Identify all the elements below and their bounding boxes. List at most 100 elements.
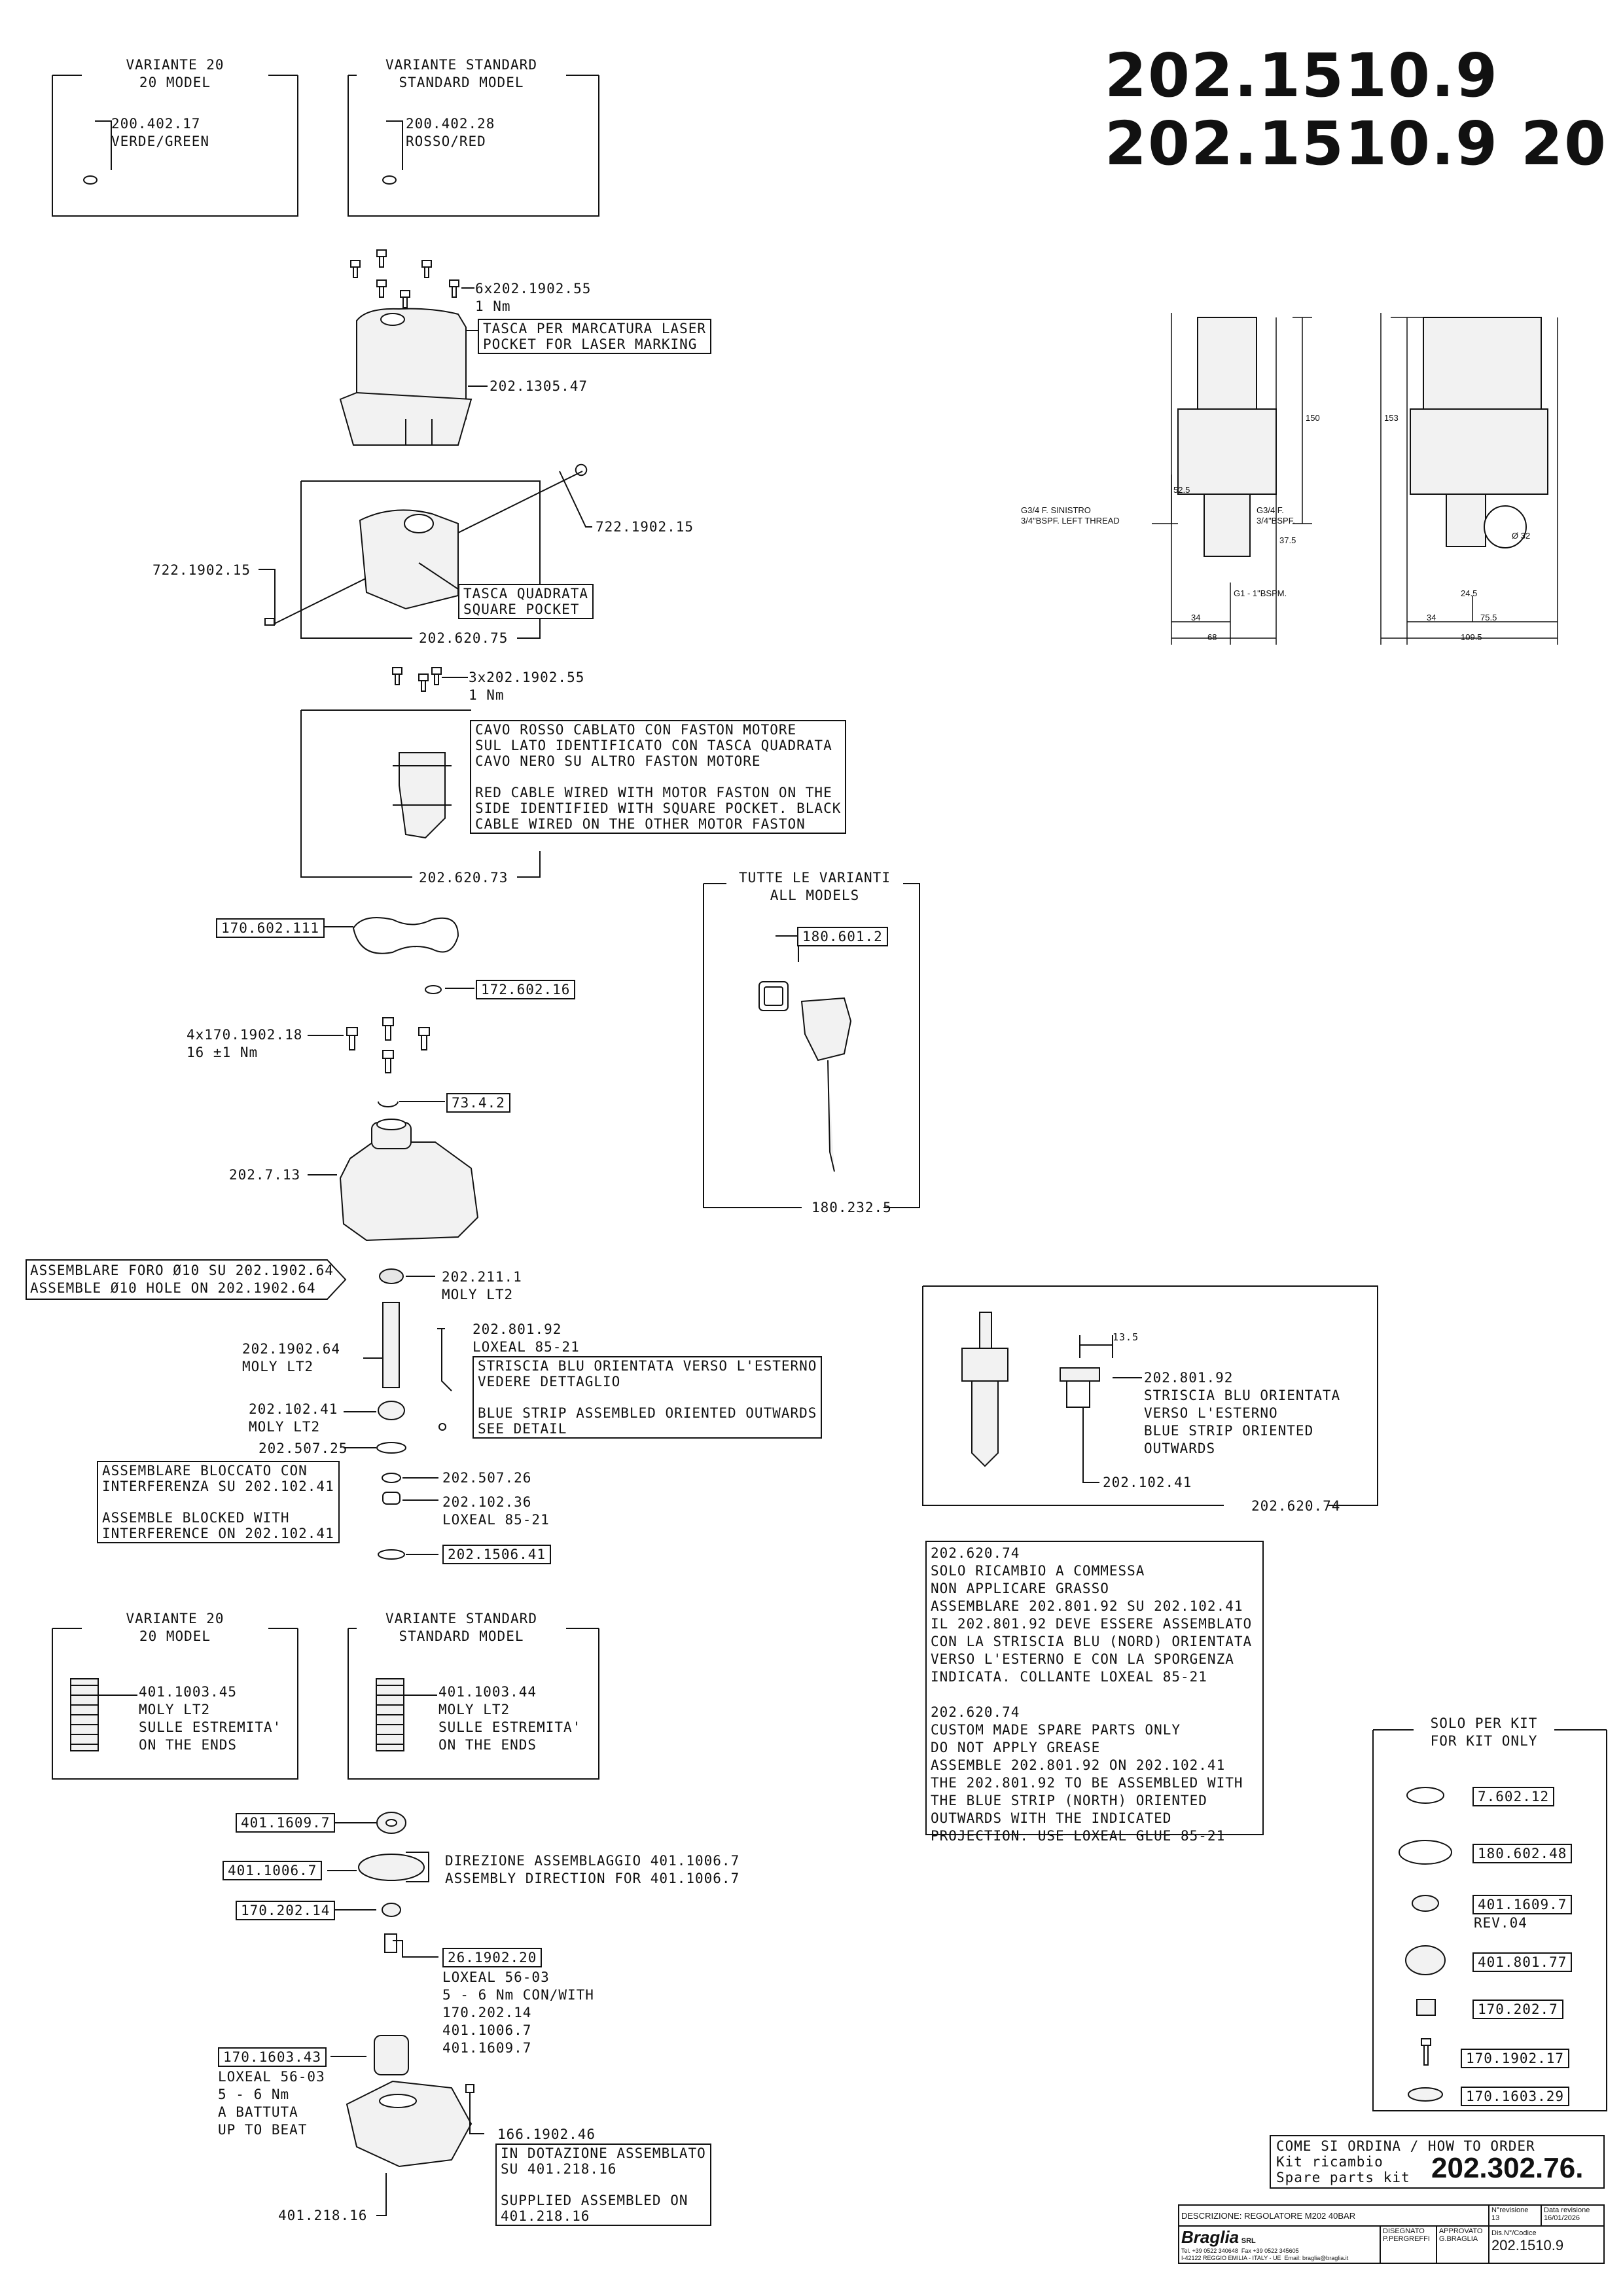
spring-variant-20-heading: VARIANTE 20 20 MODEL [126, 1611, 224, 1644]
oring-170-code: 170.602.111 [216, 918, 325, 938]
spring-20-code: 401.1003.45 MOLY LT2 SULLE ESTREMITA' ON… [139, 1684, 282, 1753]
detail-shaft [961, 1312, 1008, 1467]
pin-left-code: 722.1902.15 [152, 562, 251, 578]
variant-std-code: 200.402.28 ROSSO/RED [406, 116, 495, 149]
kit-item-5: 170.202.7 [1472, 2000, 1563, 2019]
spring-20 [70, 1678, 99, 1751]
dim-153: 153 [1384, 413, 1399, 423]
connector-part [800, 997, 852, 1172]
loxeal-note: LOXEAL 56-03 5 - 6 Nm CON/WITH 170.202.1… [442, 1969, 594, 2056]
p202-507-26-code: 202.507.26 [442, 1470, 532, 1486]
variant-20-heading: VARIANTE 20 20 MODEL [126, 57, 224, 90]
motor-part [359, 509, 459, 610]
interference-note: ASSEMBLARE BLOCCATO CON INTERFERENZA SU … [97, 1461, 340, 1543]
company-contacts: Tel. +39 0522 340648 Fax +39 0522 345605… [1181, 2248, 1349, 2261]
laser-note: TASCA PER MARCATURA LASER POCKET FOR LAS… [478, 319, 712, 354]
screws-bottom-label: 4x170.1902.18 16 ±1 Nm [187, 1027, 303, 1060]
screws-top-label: 6x202.1902.55 1 Nm [475, 281, 592, 314]
variant-std-heading: VARIANTE STANDARD STANDARD MODEL [385, 57, 537, 90]
left-thread-label: G3/4 F. SINISTRO 3/4"BSPF. LEFT THREAD [1021, 505, 1120, 526]
p170-202-code: 170.202.14 [236, 1901, 336, 1920]
approved-label: APPROVATO [1438, 2227, 1483, 2235]
connector-code: 180.232.5 [812, 1200, 892, 1215]
kit-item-2: 180.602.48 [1472, 1844, 1573, 1863]
p202-1506-code: 202.1506.41 [442, 1545, 552, 1564]
rev-label: N°revisione [1491, 2206, 1529, 2214]
dim-150: 150 [1306, 413, 1320, 423]
kit-item-1: 7.602.12 [1472, 1787, 1555, 1806]
kit-item-7: 170.1603.29 [1461, 2087, 1570, 2106]
order-line2: Kit ricambio [1276, 2154, 1383, 2170]
side-view-left [1177, 317, 1277, 557]
right-thread-label: G3/4 F. 3/4"BSPF. [1257, 505, 1295, 526]
dim-109-5: 109.5 [1461, 632, 1482, 642]
drawing-number-2: 202.1510.9 20 [1105, 109, 1608, 179]
pin-right-code: 722.1902.15 [596, 519, 694, 535]
p401-1006-code: 401.1006.7 [223, 1861, 323, 1880]
beat-note: LOXEAL 56-03 5 - 6 Nm A BATTUTA UP TO BE… [218, 2069, 325, 2138]
order-line3: Spare parts kit [1276, 2170, 1410, 2185]
date-value: 16/01/2026 [1544, 2214, 1580, 2222]
gasket-code: 180.601.2 [797, 927, 888, 946]
drawn-value: P.PERGREFFI [1383, 2235, 1430, 2243]
motor-group-code: 202.620.75 [419, 630, 508, 646]
cable-note: CAVO ROSSO CABLATO CON FASTON MOTORE SUL… [470, 720, 847, 834]
p202-801-code: 202.801.92 LOXEAL 85-21 [473, 1321, 580, 1355]
electronics-group-code: 202.620.73 [419, 870, 508, 886]
dim-dia-32: Ø 32 [1512, 531, 1531, 541]
p202-102-36-code: 202.102.36 LOXEAL 85-21 [442, 1494, 550, 1528]
code-label: Dis.N°/Codice [1491, 2229, 1537, 2237]
p202-102-code: 202.102.41 MOLY LT2 [249, 1401, 338, 1435]
dim-75-5: 75.5 [1480, 613, 1497, 622]
supplied-note: IN DOTAZIONE ASSEMBLATO SU 401.218.16 SU… [495, 2144, 711, 2226]
shaft-code: 202.1902.64 MOLY LT2 [242, 1341, 341, 1374]
spring-variant-std-heading: VARIANTE STANDARD STANDARD MODEL [385, 1611, 537, 1644]
drawing-number-1: 202.1510.9 [1105, 41, 1499, 111]
spring-std-code: 401.1003.44 MOLY LT2 SULLE ESTREMITA' ON… [438, 1684, 582, 1753]
note-620-74: 202.620.74 SOLO RICAMBIO A COMMESSA NON … [931, 1545, 1253, 1844]
bottom-body [346, 2080, 473, 2168]
kit-item-3: 401.1609.7 [1472, 1895, 1573, 1914]
bottom-thread-label: G1 - 1"BSPM. [1234, 588, 1287, 598]
clip-code: 73.4.2 [446, 1093, 510, 1113]
detail-group-code: 202.620.74 [1251, 1498, 1341, 1514]
order-line1: COME SI ORDINA / HOW TO ORDER [1276, 2138, 1535, 2154]
body-code: 202.7.13 [229, 1167, 301, 1183]
kit-rev: REV.04 [1474, 1915, 1527, 1931]
screws-mid-label: 3x202.1902.55 1 Nm [469, 670, 585, 703]
order-code: 202.302.76. [1431, 2152, 1584, 2184]
strip-note: STRISCIA BLU ORIENTATA VERSO L'ESTERNO V… [473, 1356, 823, 1439]
dim-34-right: 34 [1427, 613, 1436, 622]
p26-1902-code: 26.1902.20 [442, 1948, 543, 1967]
dim-24-5: 24.5 [1461, 588, 1478, 598]
kit-item-6: 170.1902.17 [1461, 2049, 1570, 2068]
p401-1609-code: 401.1609.7 [236, 1813, 336, 1833]
rev-value: 13 [1491, 2214, 1500, 2222]
spring-std [376, 1678, 404, 1751]
variant-20-code: 200.402.17 VERDE/GREEN [111, 116, 210, 149]
detail-code: 202.801.92 STRISCIA BLU ORIENTATA VERSO … [1144, 1370, 1341, 1456]
electronics-part [393, 752, 452, 839]
dim-52-5: 52.5 [1173, 485, 1190, 495]
p166-code: 166.1902.46 [497, 2126, 596, 2142]
description: DESCRIZIONE: REGOLATORE M202 40BAR [1181, 2210, 1356, 2221]
title-block: DESCRIZIONE: REGOLATORE M202 40BAR N°rev… [1178, 2204, 1605, 2264]
square-pocket-note: TASCA QUADRATA SQUARE POCKET [458, 584, 594, 619]
kit-heading: SOLO PER KIT FOR KIT ONLY [1414, 1715, 1554, 1750]
assemble-hole-note: ASSEMBLARE FORO Ø10 SU 202.1902.64 ASSEM… [30, 1263, 334, 1296]
kit-item-4: 401.801.77 [1472, 1952, 1573, 1972]
detail-part-code: 202.102.41 [1103, 1475, 1192, 1490]
p202-507-25-code: 202.507.25 [259, 1441, 348, 1456]
drawn-label: DISEGNATO [1383, 2227, 1425, 2235]
all-models-heading: TUTTE LE VARIANTI ALL MODELS [726, 869, 903, 905]
company-logo: Braglia [1181, 2227, 1240, 2247]
dim-37-5: 37.5 [1279, 535, 1296, 545]
cover-part [339, 308, 473, 446]
company-sub: SRL [1241, 2237, 1256, 2245]
code-value: 202.1510.9 [1491, 2237, 1564, 2253]
screw-set-top [350, 249, 459, 308]
p170-1603-code: 170.1603.43 [218, 2047, 327, 2067]
regulator-body [339, 1119, 479, 1242]
dim-34-left: 34 [1191, 613, 1201, 622]
